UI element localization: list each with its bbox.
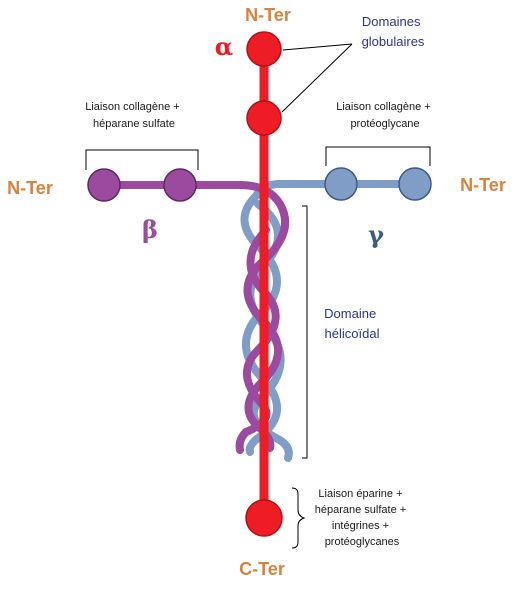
helical-domain-bracket <box>302 205 308 459</box>
pointer-line-2 <box>281 43 353 113</box>
alpha-n-ter-label: N-Ter <box>245 5 291 25</box>
alpha-globular-domain-2 <box>246 100 282 136</box>
helical-domain-label: Domaine hélicoïdal <box>324 306 380 341</box>
alpha-c-ter-label: C-Ter <box>239 559 285 579</box>
alpha-globular-domain-1 <box>246 31 282 67</box>
cter-binding-label: Liaison éparine + héparane sulfate + int… <box>315 488 410 548</box>
globular-domains-label: Domaines globulaires <box>362 14 425 49</box>
beta-n-ter-label: N-Ter <box>7 178 53 198</box>
gamma-globular-domain-2 <box>398 167 432 201</box>
gamma-letter: γ <box>368 220 384 249</box>
alpha-letter: α <box>215 32 233 61</box>
beta-helix-strand <box>235 226 280 454</box>
gamma-globular-domain-1 <box>324 167 358 201</box>
beta-globular-domain-1 <box>87 168 121 202</box>
beta-binding-bracket <box>85 149 199 170</box>
gamma-binding-bracket <box>325 146 431 166</box>
globular-pointer-lines <box>281 43 353 113</box>
gamma-binding-label: Liaison collagène + protéoglycane <box>336 101 434 130</box>
gamma-n-ter-label: N-Ter <box>460 175 506 195</box>
pointer-line-1 <box>282 43 353 51</box>
cter-binding-brace <box>291 487 306 549</box>
beta-letter: β <box>142 215 158 244</box>
alpha-c-terminal-domain <box>245 499 283 537</box>
beta-globular-domain-2 <box>163 168 197 202</box>
beta-binding-label: Liaison collagène + héparane sulfate <box>85 101 183 130</box>
